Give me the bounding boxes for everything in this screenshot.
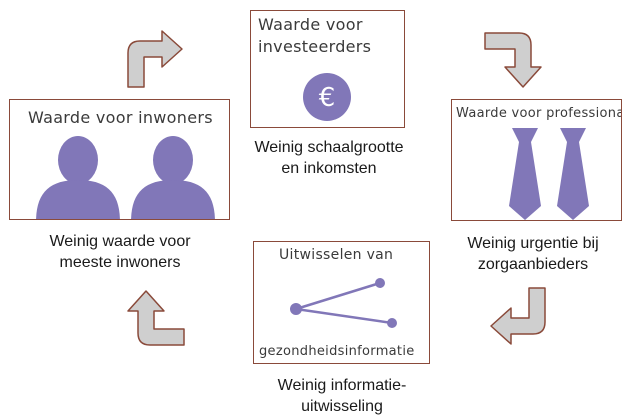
investors-caption: Weinig schaalgrootte en inkomsten: [240, 137, 418, 179]
exchange-caption: Weinig informatie- uitwisseling: [253, 375, 431, 417]
investors-card-title-line2: investeerders: [258, 37, 372, 56]
up-right-arrow-icon: [127, 30, 183, 88]
residents-card: Waarde voor inwoners: [9, 99, 230, 220]
professionals-caption: Weinig urgentie bij zorgaanbieders: [444, 233, 622, 275]
euro-coin-icon: €: [303, 73, 351, 121]
residents-caption-line2: meeste inwoners: [59, 254, 181, 271]
residents-caption: Weinig waarde voor meeste inwoners: [20, 231, 220, 273]
left-up-arrow-icon: [127, 290, 185, 346]
exchange-caption-line1: Weinig informatie-: [277, 377, 407, 394]
right-down-arrow-icon: [484, 32, 542, 88]
exchange-card-title-bottom: gezondheidsinformatie: [259, 344, 415, 359]
down-left-arrow-icon: [490, 287, 546, 345]
investors-card-title-line1: Waarde voor: [258, 15, 363, 34]
professionals-card-title: Waarde voor professionals: [456, 106, 622, 121]
share-network-icon: [290, 278, 397, 328]
professionals-caption-line2: zorgaanbieders: [477, 256, 589, 273]
residents-card-title: Waarde voor inwoners: [28, 108, 213, 127]
residents-caption-line1: Weinig waarde voor: [49, 233, 191, 250]
professionals-card: Waarde voor professionals: [451, 99, 622, 221]
investors-caption-line2: en inkomsten: [281, 160, 377, 177]
investors-caption-line1: Weinig schaalgrootte: [254, 139, 404, 156]
exchange-card-title-top: Uitwisselen van: [279, 247, 394, 263]
professionals-caption-line1: Weinig urgentie bij: [467, 235, 599, 252]
tie-icon: [509, 128, 589, 220]
exchange-card: Uitwisselen van gezondheidsinformatie: [253, 241, 430, 364]
euro-symbol: €: [319, 83, 336, 113]
investors-card: Waarde voor investeerders €: [250, 10, 405, 128]
people-silhouette-icon: [36, 136, 215, 219]
exchange-caption-line2: uitwisseling: [301, 398, 383, 415]
